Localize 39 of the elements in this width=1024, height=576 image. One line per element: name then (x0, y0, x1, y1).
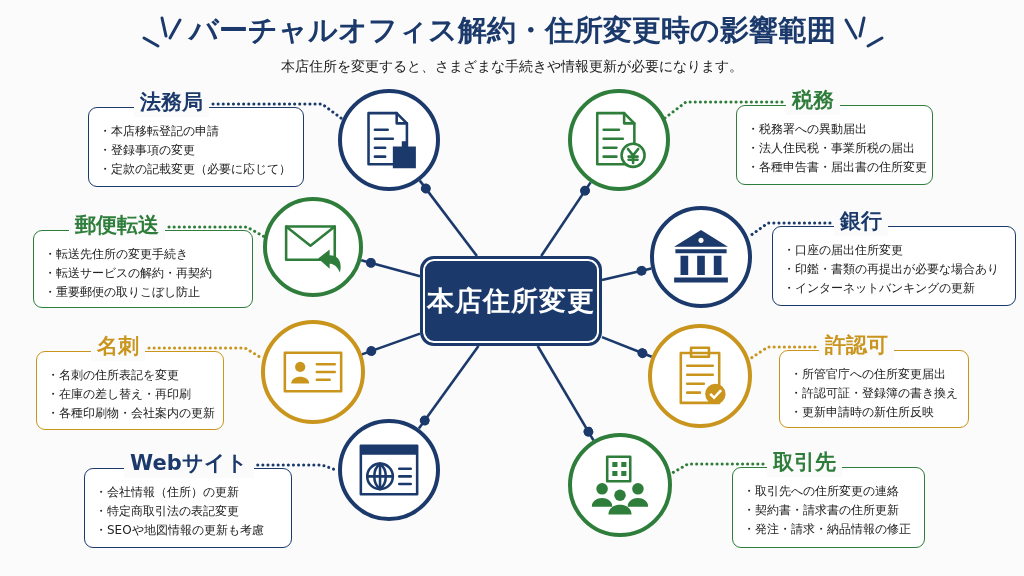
bullet-item: ・特定商取引法の表記変更 (95, 503, 239, 520)
connector-line (601, 265, 652, 282)
subtitle: 本店住所を変更すると、さまざまな手続きや情報更新が必要になります。 (281, 58, 743, 74)
bullet-item: ・更新申請時の新住所反映 (790, 404, 934, 421)
bullet-item: ・転送サービスの解約・再契約 (44, 265, 212, 282)
bullet-item: ・発注・請求・納品情報の修正 (743, 521, 911, 538)
bullet-item: ・名刺の住所表記を変更 (47, 367, 179, 384)
connector-line (536, 345, 595, 441)
connector-line (601, 335, 653, 359)
bullet-item: ・登録事項の変更 (99, 142, 195, 159)
center-box: 本店住所変更 (420, 256, 602, 346)
bullet-item: ・各種印刷物・会社案内の更新 (47, 405, 215, 422)
bullet-item: ・在庫の差し替え・再印刷 (47, 386, 191, 403)
bullet-item: ・重要郵便の取りこぼし防止 (44, 284, 200, 301)
bullet-item: ・定款の記載変更（必要に応じて） (99, 161, 291, 178)
bullet-item: ・本店移転登記の申請 (99, 123, 219, 140)
bullet-item: ・口座の届出住所変更 (783, 242, 903, 259)
bullet-item: ・取引先への住所変更の連絡 (743, 483, 899, 500)
bullet-item: ・税務署への異動届出 (747, 121, 867, 138)
leader-line (211, 102, 344, 121)
bullet-item: ・各種申告書・届出書の住所変更 (747, 159, 927, 176)
bullet-item: ・許認可証・登録簿の書き換え (790, 385, 958, 402)
bullet-item: ・SEOや地図情報の更新も考慮 (95, 522, 264, 539)
connector-line (417, 345, 480, 430)
bullet-item: ・インターネットバンキングの更新 (783, 280, 975, 297)
bullet-item: ・法人住民税・事業所税の届出 (747, 140, 915, 157)
connector-line (360, 257, 421, 278)
leader-line (669, 462, 765, 476)
connector-line (540, 181, 592, 257)
leader-line (747, 345, 817, 361)
title: バーチャルオフィス解約・住所変更時の影響範囲 (188, 13, 836, 47)
bullet-item: ・会社情報（住所）の更新 (95, 484, 239, 501)
bullet-item: ・所管官庁への住所変更届出 (790, 366, 946, 383)
bullet-item: ・印鑑・書類の再提出が必要な場合あり (783, 261, 999, 278)
bullet-item: ・転送先住所の変更手続き (44, 246, 188, 263)
leader-line (167, 225, 266, 239)
connector-line (418, 179, 478, 257)
bullet-item: ・契約書・請求書の住所更新 (743, 502, 899, 519)
connector-line (361, 332, 421, 356)
